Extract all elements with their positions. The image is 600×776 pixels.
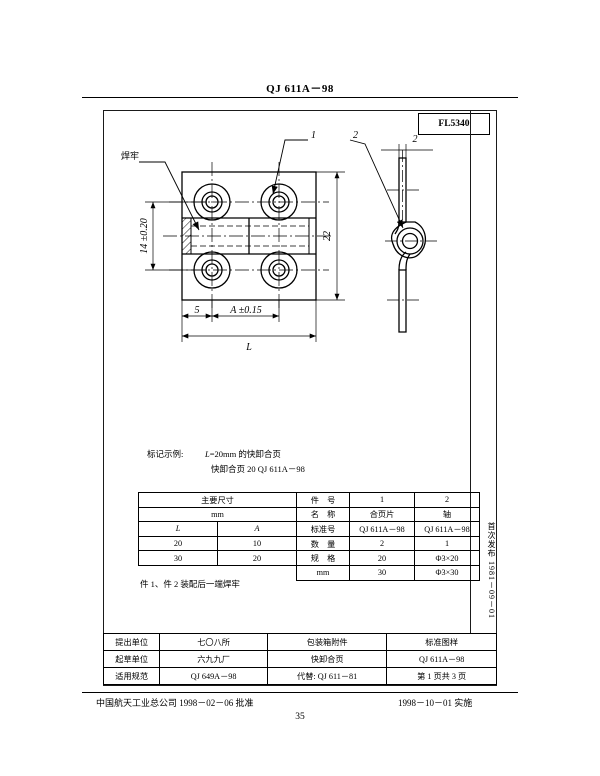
implementation-text: 1998－10－01 实施 <box>398 698 473 708</box>
fl-code-label: FL5340 <box>438 119 470 129</box>
dim-table-col-a: A <box>217 521 297 537</box>
dim-table-title: 主要尺寸 <box>138 492 297 508</box>
part2-label-text: 2 <box>353 130 358 141</box>
page-title: QJ 611A－98 <box>266 83 334 95</box>
marking-example-line2: 快卸合页 20 QJ 611A－98 <box>211 464 305 474</box>
parts-row4-v1: 20 <box>349 550 415 566</box>
parts-row5-v2: Φ3×30 <box>414 564 480 581</box>
dim-table-title-line1: 主要尺寸 <box>201 495 234 505</box>
dim-center-text: A ±0.15 <box>229 305 261 316</box>
table-row: 件 号 1 2 <box>296 492 480 508</box>
weld-label-text: 焊牢 <box>121 150 139 161</box>
table-row: 数 量 2 1 <box>296 535 480 552</box>
table-row: 规 格 20 Φ3×20 <box>296 550 480 566</box>
fl-code-box: FL5340 <box>418 113 490 135</box>
table-row: 名 称 合页片 轴 <box>296 506 480 523</box>
dim-height-text: 22 <box>322 231 333 241</box>
dim-row1-l: 30 <box>138 550 218 566</box>
dim-hole-spacing-text: 14 ±0.20 <box>139 218 150 254</box>
marking-example-line1: L=20mm 的快卸合页 <box>205 447 305 462</box>
page-number: 35 <box>295 712 305 722</box>
marking-line1-rest: =20mm 的快卸合页 <box>209 449 281 459</box>
part1-label-text: 1 <box>311 130 316 141</box>
marking-example: 标记示例: L=20mm 的快卸合页 快卸合页 20 QJ 611A－98 <box>147 447 305 477</box>
dim-row0-a: 10 <box>217 535 297 552</box>
parts-row5-head: mm <box>296 564 350 581</box>
parts-row5-v1: 30 <box>349 564 415 581</box>
tb-row0-mid: 包装箱附件 <box>266 633 388 651</box>
dim-table-unit: mm <box>138 507 297 523</box>
table-row: 适用规范 QJ 649A－98 代替: QJ 611－81 第 1 页共 3 页 <box>102 667 497 685</box>
frame-right-divider <box>470 110 472 633</box>
dim-row1-a: 20 <box>217 550 297 566</box>
parts-row1-v2: 轴 <box>414 506 480 523</box>
parts-row0-v2: 2 <box>414 492 480 508</box>
parts-row1-head: 名 称 <box>296 506 350 523</box>
parts-row4-v2: Φ3×20 <box>414 550 480 566</box>
title-block: 提出单位 七〇八所 包装箱附件 标准图样 起草单位 六九九厂 快卸合页 QJ 6… <box>102 633 497 686</box>
main-dimensions-table: 主要尺寸 mm L A 20 10 30 20 <box>138 492 297 566</box>
parts-list-table: 件 号 1 2 名 称 合页片 轴 标准号 QJ 611A－98 QJ 611A… <box>296 492 480 581</box>
dim-row0-l: 20 <box>138 535 218 552</box>
parts-row2-v1: QJ 611A－98 <box>349 521 415 537</box>
parts-row2-head: 标准号 <box>296 521 350 537</box>
tb-row0-label: 提出单位 <box>102 633 161 651</box>
marking-symbol-L: L <box>205 449 210 459</box>
dim-edge-text: 5 <box>195 305 200 316</box>
parts-row4-head: 规 格 <box>296 550 350 566</box>
parts-row0-v1: 1 <box>349 492 415 508</box>
table-row: 20 10 <box>138 535 297 552</box>
parts-row1-v1: 合页片 <box>349 506 415 523</box>
dim-thickness-text: 2 <box>413 134 418 145</box>
tb-row2-mid: 代替: QJ 611－81 <box>266 667 388 685</box>
dim-table-col-l: L <box>138 521 218 537</box>
first-issue-vertical-note: 首次发布 1981－09－01 <box>487 521 496 619</box>
table-row: 提出单位 七〇八所 包装箱附件 标准图样 <box>102 633 497 651</box>
assembly-note: 件 1、件 2 装配后一端焊牢 <box>140 579 240 589</box>
approval-text: 中国航天工业总公司 1998－02－06 批准 <box>96 698 254 708</box>
tb-row1-value: 六九九厂 <box>159 650 268 668</box>
marking-example-label: 标记示例: <box>147 449 184 459</box>
table-row: mm 30 Φ3×30 <box>296 564 480 581</box>
parts-row0-head: 件 号 <box>296 492 350 508</box>
tb-row0-value: 七〇八所 <box>159 633 268 651</box>
tb-row1-right: QJ 611A－98 <box>386 650 497 668</box>
parts-row2-v2: QJ 611A－98 <box>414 521 480 537</box>
tb-row2-label: 适用规范 <box>102 667 161 685</box>
parts-row3-v2: 1 <box>414 535 480 552</box>
tb-row1-mid: 快卸合页 <box>266 650 388 668</box>
tb-row2-value: QJ 649A－98 <box>159 667 268 685</box>
tb-row2-right: 第 1 页共 3 页 <box>386 667 497 685</box>
footer-rule <box>82 692 518 694</box>
dim-length-text: L <box>245 342 252 353</box>
table-row: 标准号 QJ 611A－98 QJ 611A－98 <box>296 521 480 537</box>
parts-row3-head: 数 量 <box>296 535 350 552</box>
hinge-technical-drawing: 14 ±0.20 22 5 A ±0.15 L 焊牢 1 2 <box>121 130 439 353</box>
tb-row1-label: 起草单位 <box>102 650 161 668</box>
drawing-frame <box>103 110 497 686</box>
header-rule <box>82 97 518 98</box>
parts-row3-v1: 2 <box>349 535 415 552</box>
table-row: 起草单位 六九九厂 快卸合页 QJ 611A－98 <box>102 650 497 668</box>
table-row: 30 20 <box>138 550 297 566</box>
tb-row0-right: 标准图样 <box>386 633 497 651</box>
